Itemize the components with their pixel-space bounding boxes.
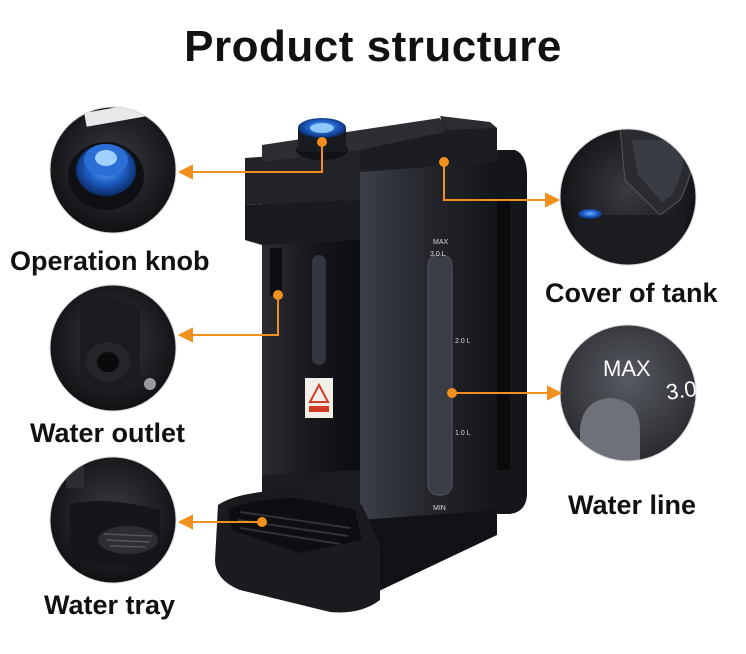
tank-marking-max: MAX xyxy=(433,239,449,246)
arrow-water-outlet xyxy=(177,290,283,343)
arrow-operation-knob xyxy=(177,137,327,180)
detail-water-outlet xyxy=(49,284,177,412)
detail-water-tray xyxy=(49,456,177,584)
arrow-cover-of-tank xyxy=(439,157,561,208)
water-line-3l-mark: 3.0 L xyxy=(664,373,716,405)
tank-marking-3l: 3.0 L xyxy=(430,251,446,258)
tank-marking-min: MIN xyxy=(433,505,446,512)
label-operation-knob: Operation knob xyxy=(10,246,210,276)
label-water-tray: Water tray xyxy=(44,590,176,620)
detail-cover-of-tank xyxy=(559,128,697,266)
water-line-max-mark: MAX xyxy=(603,356,651,381)
label-water-line: Water line xyxy=(568,490,697,520)
tank-marking-1l: 1.0 L xyxy=(455,430,471,437)
appliance-body xyxy=(215,116,528,613)
tank-marking-2l: 2.0 L xyxy=(455,338,471,345)
label-water-outlet: Water outlet xyxy=(30,418,185,448)
arrow-water-line xyxy=(447,385,563,401)
detail-water-line: MAX 3.0 L xyxy=(559,324,716,462)
page-title: Product structure xyxy=(184,22,562,71)
arrow-water-tray xyxy=(177,514,267,530)
label-cover-of-tank: Cover of tank xyxy=(545,278,718,308)
detail-operation-knob xyxy=(49,106,177,234)
